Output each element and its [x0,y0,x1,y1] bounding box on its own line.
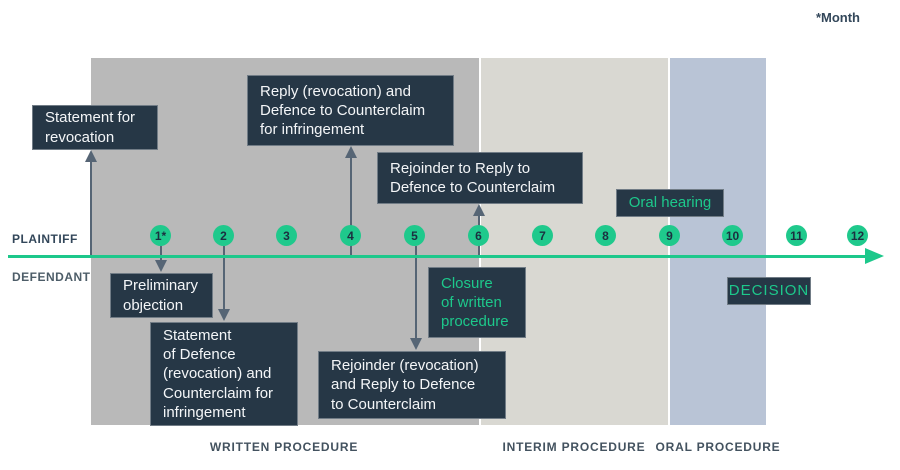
month-marker-11: 11 [786,225,807,246]
timeline-arrowhead-icon [865,248,884,264]
month-marker-5: 5 [404,225,425,246]
event-statement-for-revocation: Statement for revocation [32,105,158,150]
timeline-axis [8,255,867,258]
event-rejoinder-to-reply: Rejoinder to Reply to Defence to Counter… [377,152,583,204]
month-marker-4: 4 [340,225,361,246]
interim-procedure-label: INTERIM PROCEDURE [502,440,646,454]
month-marker-6: 6 [468,225,489,246]
event-preliminary-objection: Preliminary objection [110,273,213,318]
month-marker-3: 3 [276,225,297,246]
month-marker-9: 9 [659,225,680,246]
connector-month1 [160,246,162,262]
month-marker-2: 2 [213,225,234,246]
oral-procedure-label: ORAL PROCEDURE [655,440,781,454]
month-marker-7: 7 [532,225,553,246]
connector-month0 [90,160,92,257]
month-marker-1: 1* [150,225,171,246]
oral-procedure-zone [670,58,766,425]
month-footnote: *Month [815,10,860,25]
event-reply-revocation: Reply (revocation) and Defence to Counte… [247,75,454,146]
arrowhead-up-icon [85,150,97,162]
connector-month5 [415,246,417,339]
written-procedure-label: WRITTEN PROCEDURE [209,440,359,454]
event-oral-hearing: Oral hearing [616,189,724,217]
event-closure-written-procedure: Closure of written procedure [428,267,526,338]
arrowhead-up-icon [473,204,485,216]
month-marker-8: 8 [595,225,616,246]
month-marker-10: 10 [722,225,743,246]
interim-procedure-zone [481,58,668,425]
arrowhead-down-icon [218,309,230,321]
defendant-label: DEFENDANT [12,270,91,284]
connector-month2 [223,246,225,310]
month-marker-12: 12 [847,225,868,246]
connector-month4 [350,156,352,257]
arrowhead-down-icon [155,260,167,272]
event-statement-of-defence: Statement of Defence (revocation) and Co… [150,322,298,426]
arrowhead-up-icon [345,146,357,158]
arrowhead-down-icon [410,338,422,350]
event-decision: DECISION [727,277,811,305]
plaintiff-label: PLAINTIFF [12,232,78,246]
event-rejoinder-revocation: Rejoinder (revocation) and Reply to Defe… [318,351,506,419]
